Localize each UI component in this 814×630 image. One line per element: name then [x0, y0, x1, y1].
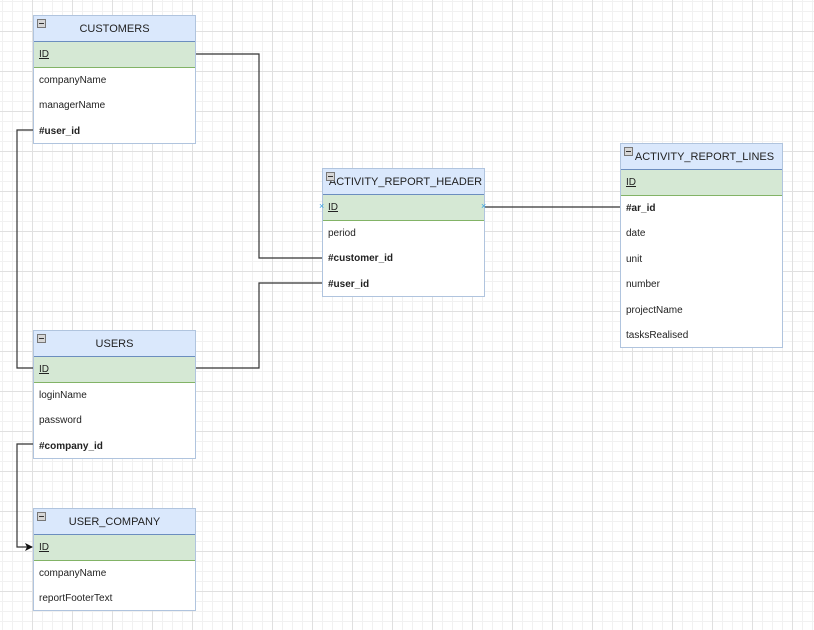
- table-activity-report-lines[interactable]: ACTIVITY_REPORT_LINES ID #ar_id date uni…: [620, 143, 783, 348]
- table-header[interactable]: CUSTOMERS: [34, 16, 195, 42]
- collapse-icon[interactable]: [37, 19, 46, 28]
- collapse-icon[interactable]: [37, 334, 46, 343]
- field-row[interactable]: tasksRealised: [626, 330, 689, 341]
- table-header[interactable]: ACTIVITY_REPORT_LINES: [621, 144, 782, 170]
- field-row[interactable]: date: [626, 228, 646, 239]
- field-row[interactable]: companyName: [39, 74, 107, 86]
- field-row[interactable]: managerName: [39, 100, 106, 111]
- table-title: USERS: [95, 338, 134, 350]
- table-title: ACTIVITY_REPORT_HEADER: [328, 176, 483, 188]
- table-header[interactable]: ACTIVITY_REPORT_HEADER: [323, 169, 484, 195]
- table-title: CUSTOMERS: [79, 23, 150, 35]
- table-user-company[interactable]: USER_COMPANY ID companyName reportFooter…: [33, 508, 196, 611]
- field-row[interactable]: password: [39, 415, 82, 426]
- connection-port-icon[interactable]: ×: [481, 201, 487, 211]
- connection-port-icon[interactable]: ×: [319, 201, 325, 211]
- collapse-icon[interactable]: [624, 147, 633, 156]
- field-row-pk[interactable]: ID: [34, 357, 195, 383]
- field-row[interactable]: unit: [626, 253, 643, 265]
- field-row-fk[interactable]: #user_id: [328, 278, 370, 290]
- table-customers[interactable]: CUSTOMERS ID companyName managerName #us…: [33, 15, 196, 144]
- collapse-icon[interactable]: [37, 512, 46, 521]
- field-row[interactable]: period: [328, 227, 356, 239]
- field-row[interactable]: reportFooterText: [39, 593, 113, 604]
- field-row-fk[interactable]: #ar_id: [626, 202, 656, 214]
- link-customers-activity-header[interactable]: [195, 53, 323, 259]
- field-row-pk[interactable]: ID: [34, 42, 195, 68]
- table-users[interactable]: USERS ID loginName password #company_id: [33, 330, 196, 459]
- table-activity-report-header[interactable]: ACTIVITY_REPORT_HEADER ID period #custom…: [322, 168, 485, 297]
- collapse-icon[interactable]: [326, 172, 335, 181]
- table-title: USER_COMPANY: [68, 516, 161, 528]
- field-row[interactable]: number: [626, 279, 660, 290]
- field-row-pk[interactable]: ID: [34, 535, 195, 561]
- link-users-user-company[interactable]: [16, 443, 33, 551]
- link-users-activity-header[interactable]: [195, 282, 323, 369]
- table-header[interactable]: USER_COMPANY: [34, 509, 195, 535]
- field-row-pk[interactable]: ID: [621, 170, 782, 196]
- table-title: ACTIVITY_REPORT_LINES: [634, 151, 775, 163]
- field-row[interactable]: companyName: [39, 567, 107, 579]
- link-customers-users[interactable]: [16, 129, 33, 369]
- field-row-pk[interactable]: ID: [323, 195, 484, 221]
- field-row[interactable]: projectName: [626, 304, 683, 316]
- field-row[interactable]: loginName: [39, 389, 87, 401]
- table-header[interactable]: USERS: [34, 331, 195, 357]
- field-row-fk[interactable]: #customer_id: [328, 253, 394, 264]
- field-row-fk[interactable]: #company_id: [39, 440, 103, 452]
- field-row-fk[interactable]: #user_id: [39, 125, 81, 137]
